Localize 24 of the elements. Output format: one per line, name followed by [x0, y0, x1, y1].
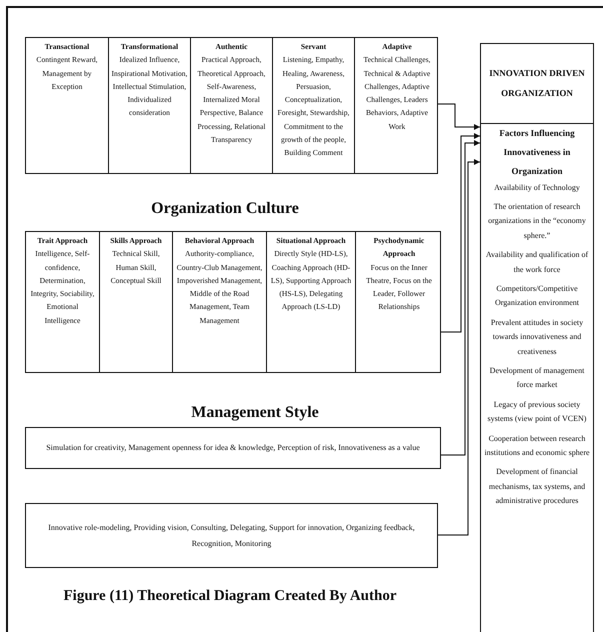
arrow — [440, 133, 480, 332]
arrow — [440, 140, 480, 456]
arrow — [438, 159, 480, 536]
list-item: Development of financial mechanisms, tax systems, and administrative procedures — [488, 466, 586, 508]
list-item: Cooperation between research institutions and economic sphere — [483, 432, 591, 459]
list-heading: Factors Influencing Innovativeness in Organization — [498, 127, 576, 178]
list-item: The orientation of research organizations in the “economy sphere.” — [487, 201, 587, 242]
text-box: Innovative role-modeling, Providing vision, Consulting, Delegating, Support for innovation, Organizing feedback, Recognition, Monitoring — [25, 503, 438, 568]
section-title: Organization Culture — [151, 200, 299, 218]
list-item: Competitors/Competitive Organization environment — [494, 283, 580, 310]
arrow — [438, 104, 480, 130]
list-item: Prevalent attitudes in society towards innovativeness and creativeness — [490, 316, 584, 358]
section-title: Management Style — [191, 404, 319, 422]
table-box — [25, 231, 441, 373]
figure-caption: Figure (11) Theoretical Diagram Created By Author — [63, 588, 397, 605]
list-item: Availability and qualification of the work force — [484, 249, 590, 276]
table-cell — [109, 38, 191, 173]
list-item: Legacy of previous society systems (view point of VCEN) — [486, 398, 588, 426]
list-item: Development of management force market — [488, 364, 586, 392]
text-box: INNOVATION DRIVEN ORGANIZATION — [480, 43, 594, 124]
list-item: Availability of Technology — [493, 182, 581, 194]
table-box — [25, 37, 438, 174]
list-box — [480, 123, 594, 632]
text-box: Simulation for creativity, Management openness for idea & knowledge, Perception of risk, Innovativeness as a value — [25, 427, 441, 469]
